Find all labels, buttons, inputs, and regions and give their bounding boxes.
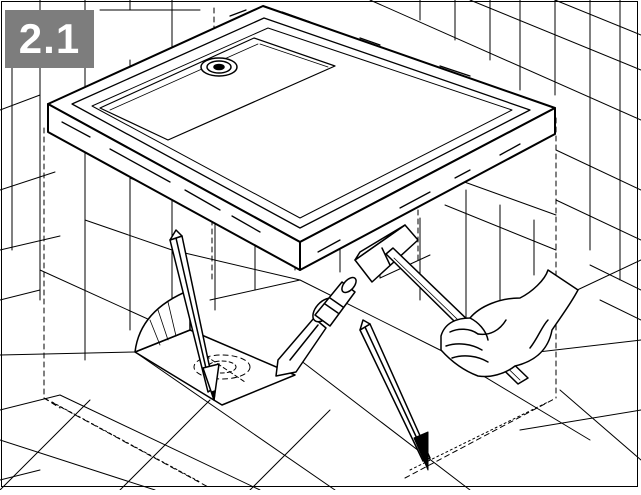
chisel-icon xyxy=(276,275,359,376)
step-number-badge: 2.1 xyxy=(5,10,94,68)
floor-dotted-lines xyxy=(52,402,548,482)
drain-outlet-icon xyxy=(201,58,237,76)
wall-tiles xyxy=(0,0,641,360)
pencil-icon xyxy=(360,320,430,470)
shower-tray-icon xyxy=(48,6,555,270)
floor-tiles xyxy=(0,260,641,490)
pencil-icon xyxy=(170,230,219,400)
hand-icon xyxy=(441,270,578,377)
